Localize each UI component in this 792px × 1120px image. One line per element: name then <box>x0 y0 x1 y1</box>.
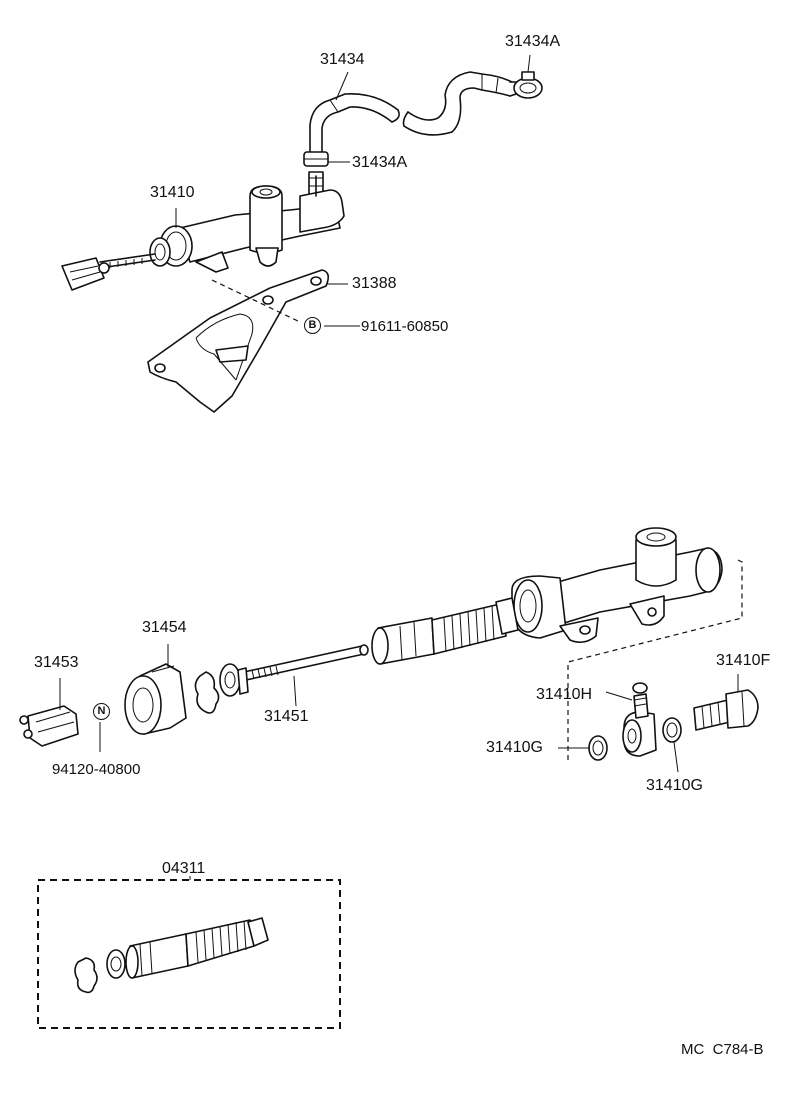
bolt-symbol: B <box>304 317 321 334</box>
boot <box>124 663 187 735</box>
nut-symbol: N <box>93 703 110 720</box>
snap-ring <box>194 671 220 714</box>
label-repair-kit: 04311 <box>162 860 206 877</box>
clevis <box>19 705 79 747</box>
label-boot: 31454 <box>142 619 187 636</box>
label-master-cylinder-assy: 31410 <box>150 184 195 201</box>
label-nut: 94120-40800 <box>52 761 141 778</box>
label-gasket-right: 31410G <box>646 777 703 794</box>
label-union-bolt: 31410F <box>716 652 771 669</box>
label-gasket-left: 31410G <box>486 739 543 756</box>
master-cylinder-exploded <box>511 527 723 644</box>
label-hose-clamp-mid: 31434A <box>352 154 408 171</box>
gasket-left <box>588 735 608 761</box>
drawing-code: MC C784-B <box>681 1041 764 1058</box>
label-union: 31410H <box>536 686 593 703</box>
gasket-right <box>662 717 682 743</box>
push-rod-top <box>61 253 156 291</box>
reservoir-hose <box>309 71 513 161</box>
label-push-rod: 31451 <box>264 708 309 725</box>
push-rod-exploded <box>243 644 369 681</box>
leader-lines-top <box>175 54 531 327</box>
label-bolt: 91611-60850 <box>361 318 449 335</box>
union <box>622 682 657 757</box>
union-group-bracket <box>567 559 743 764</box>
bracket <box>147 269 330 413</box>
label-clevis: 31453 <box>34 654 79 671</box>
label-hose: 31434 <box>320 51 365 68</box>
leader-lines-exploded <box>59 644 739 773</box>
piston-exploded <box>371 597 519 665</box>
label-bracket: 31388 <box>352 275 397 292</box>
label-hose-clamp-top: 31434A <box>505 33 561 50</box>
master-cylinder-body <box>149 175 345 273</box>
union-bolt <box>693 689 759 731</box>
repair-kit <box>37 876 341 1029</box>
hose-clamp-top <box>509 71 543 99</box>
rod-washer <box>219 663 249 697</box>
